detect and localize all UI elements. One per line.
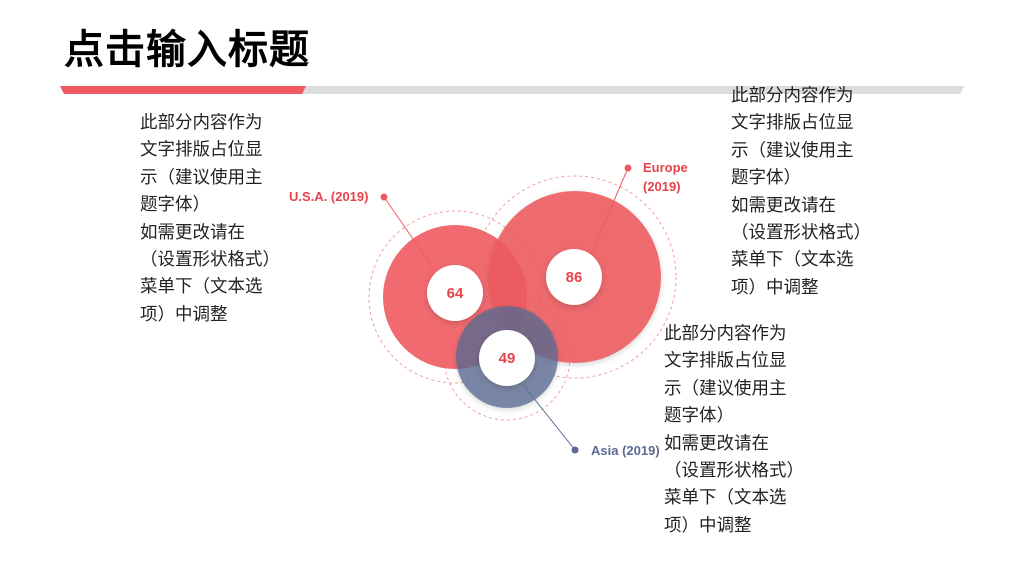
title-underline <box>60 86 964 94</box>
europe-leader-line <box>590 167 629 255</box>
text-block-right-bottom: 此部分内容作为 文字排版占位显 示（建议使用主 题字体） 如需更改请在 （设置形… <box>664 324 804 536</box>
asia-value-disc <box>479 330 535 386</box>
asia-caption: Asia (2019) <box>591 443 660 458</box>
text-block-right-top: 此部分内容作为 文字排版占位显 示（建议使用主 题字体） 如需更改请在 （设置形… <box>731 86 871 298</box>
text-block-left: 此部分内容作为 文字排版占位显 示（建议使用主 题字体） 如需更改请在 （设置形… <box>140 113 280 325</box>
europe-value-disc <box>546 249 602 305</box>
europe-caption-line2: (2019) <box>643 179 681 194</box>
usa-value: 64 <box>447 285 464 302</box>
europe-leader-dot <box>624 164 632 172</box>
asia-value: 49 <box>499 350 516 367</box>
asia-leader-dot <box>571 446 579 454</box>
europe-dashed-ring <box>473 175 677 379</box>
europe-value: 86 <box>566 269 583 286</box>
title-underline-red <box>60 86 306 94</box>
page-title: 点击输入标题 <box>64 27 310 73</box>
usa-leader-line <box>383 196 434 269</box>
usa-value-disc <box>427 265 483 321</box>
europe-caption-line1: Europe <box>643 160 688 175</box>
usa-caption: U.S.A. (2019) <box>289 189 368 204</box>
asia-leader-line <box>523 385 576 451</box>
usa-leader-dot <box>380 193 388 201</box>
